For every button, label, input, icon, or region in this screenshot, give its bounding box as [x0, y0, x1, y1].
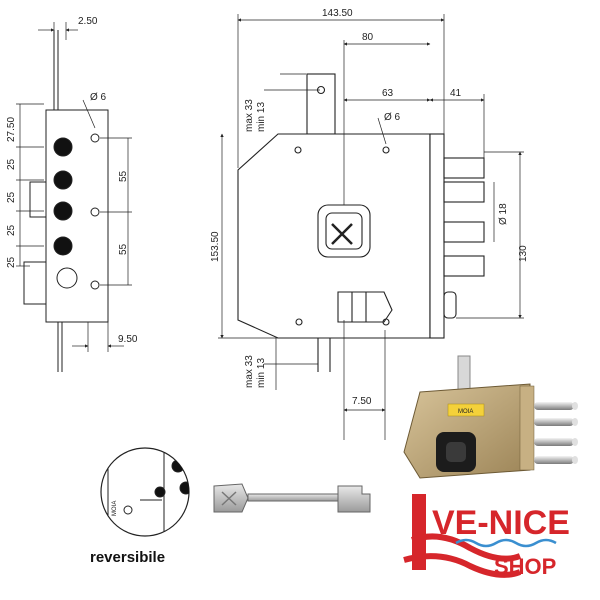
reversible-caption: reversibile: [90, 549, 166, 566]
venice-shop-logo: VE-NICE SHOP: [403, 494, 570, 579]
dim-55-b: 55: [118, 243, 129, 255]
bolt-head-3: [53, 201, 73, 221]
bolt-photo-2: [534, 418, 574, 426]
key-bow: [213, 483, 249, 513]
dim-63: 63: [382, 88, 394, 99]
bolt-2: [443, 181, 485, 203]
latch-circle: [56, 267, 78, 289]
svg-text:MOIA: MOIA: [458, 409, 473, 415]
key-shaft: [247, 493, 339, 502]
lock-case-photo: [403, 383, 531, 479]
logo-text-shop: SHOP: [494, 554, 556, 579]
key-bit: [337, 485, 371, 513]
pin-3: [90, 280, 100, 290]
top-sliding-tab: [306, 73, 336, 135]
front-view-dimensions: 143.50 80 63 41 Ø 6 max 33 min 13 153.50…: [210, 8, 529, 440]
dim-55-a: 55: [118, 170, 129, 182]
bolt-photo-4: [534, 456, 574, 464]
side-view: [23, 30, 109, 372]
dim-bottom-max: max 33: [244, 355, 255, 388]
lock-case: [237, 133, 431, 339]
dim-25-c: 25: [6, 224, 17, 236]
key: [213, 483, 371, 513]
pin-2: [90, 207, 100, 217]
front-view: [237, 73, 485, 372]
dim-143-50: 143.50: [322, 8, 353, 19]
dim-25-b: 25: [6, 191, 17, 203]
dim-9-50: 9.50: [118, 334, 138, 345]
pin-1: [90, 133, 100, 143]
latch-bolt: [443, 291, 457, 319]
lock-label-sticker: [447, 403, 485, 417]
logo-wave: [455, 538, 557, 548]
bolt-photo-3: [534, 438, 574, 446]
dim-bolt-diameter: Ø 18: [498, 203, 509, 225]
cylinder-cross-icon: [331, 223, 353, 245]
bolt-head-4: [53, 236, 73, 256]
bolt-4: [443, 255, 485, 277]
bolt-photo-1: [534, 402, 574, 410]
dim-41: 41: [450, 88, 462, 99]
svg-text:MOIA: MOIA: [112, 501, 118, 516]
bolt-1: [443, 157, 485, 179]
dim-130: 130: [518, 245, 529, 262]
side-tab: [29, 181, 47, 218]
faceplate: [429, 133, 445, 339]
side-tab-lower: [23, 261, 47, 305]
dim-153-50: 153.50: [210, 231, 221, 262]
bolt-head-1: [53, 137, 73, 157]
dim-bottom-min: min 13: [256, 358, 267, 388]
logo-bar: [412, 494, 426, 570]
dim-7-50: 7.50: [352, 396, 372, 407]
side-view-dimensions: 2.50 Ø 6 27.50 25 25 25 25 55 55 9.50: [6, 16, 138, 352]
latch-slot: [337, 291, 393, 323]
logo-text-main: VE-NICE: [432, 504, 570, 542]
dim-25-d: 25: [6, 256, 17, 268]
bolt-head-2: [53, 170, 73, 190]
dim-pin-diameter-right: Ø 6: [384, 112, 401, 123]
cylinder-core: [325, 212, 363, 250]
dim-25-a: 25: [6, 158, 17, 170]
dim-80: 80: [362, 32, 374, 43]
dim-pin-diameter-left: Ø 6: [90, 92, 107, 103]
dim-top-min: min 13: [256, 102, 267, 132]
dim-27-50: 27.50: [6, 117, 17, 142]
bolt-3: [443, 221, 485, 243]
dim-2-50: 2.50: [78, 16, 98, 27]
faceplate-photo: [519, 385, 535, 471]
dim-top-max: max 33: [244, 99, 255, 132]
lock-photo: MOIA: [403, 355, 578, 479]
reversible-inset: MOIA: [100, 447, 190, 537]
